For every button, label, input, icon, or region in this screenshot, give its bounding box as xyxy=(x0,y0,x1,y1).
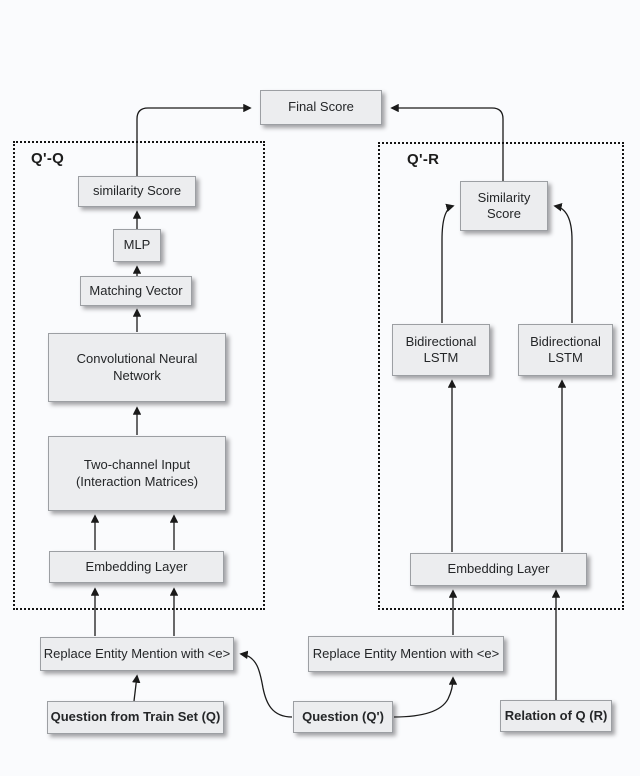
node-mlp: MLP xyxy=(113,229,161,262)
node-replace-entity-right: Replace Entity Mention with <e> xyxy=(308,636,504,672)
node-question-train-set: Question from Train Set (Q) xyxy=(47,701,224,734)
arrow-question-q-to-replace-left xyxy=(239,650,293,718)
node-cnn: Convolutional Neural Network xyxy=(48,333,226,402)
node-bilstm-left: Bidirectional LSTM xyxy=(392,324,490,376)
node-question-q: Question (Q') xyxy=(293,701,393,733)
node-final-score: Final Score xyxy=(260,90,382,125)
node-relation-of-q: Relation of Q (R) xyxy=(500,700,612,732)
node-similarity-score-qr: Similarity Score xyxy=(460,181,548,231)
node-embedding-layer-qr: Embedding Layer xyxy=(410,553,587,586)
node-embedding-layer-qq: Embedding Layer xyxy=(49,551,224,583)
arrow-question-q-to-replace-right xyxy=(393,676,458,718)
group-box-qq: Q'-Q xyxy=(13,141,265,610)
group-label-qr: Q'-R xyxy=(407,151,440,168)
node-replace-entity-left: Replace Entity Mention with <e> xyxy=(40,637,234,671)
arrow-question-train-to-replace-left xyxy=(131,674,141,702)
node-two-channel-input: Two-channel Input (Interaction Matrices) xyxy=(48,436,226,511)
group-box-qr: Q'-R xyxy=(378,142,624,610)
node-bilstm-right: Bidirectional LSTM xyxy=(518,324,613,376)
group-label-qq: Q'-Q xyxy=(31,150,65,167)
node-matching-vector: Matching Vector xyxy=(80,276,192,306)
node-similarity-score-qq: similarity Score xyxy=(78,176,196,207)
